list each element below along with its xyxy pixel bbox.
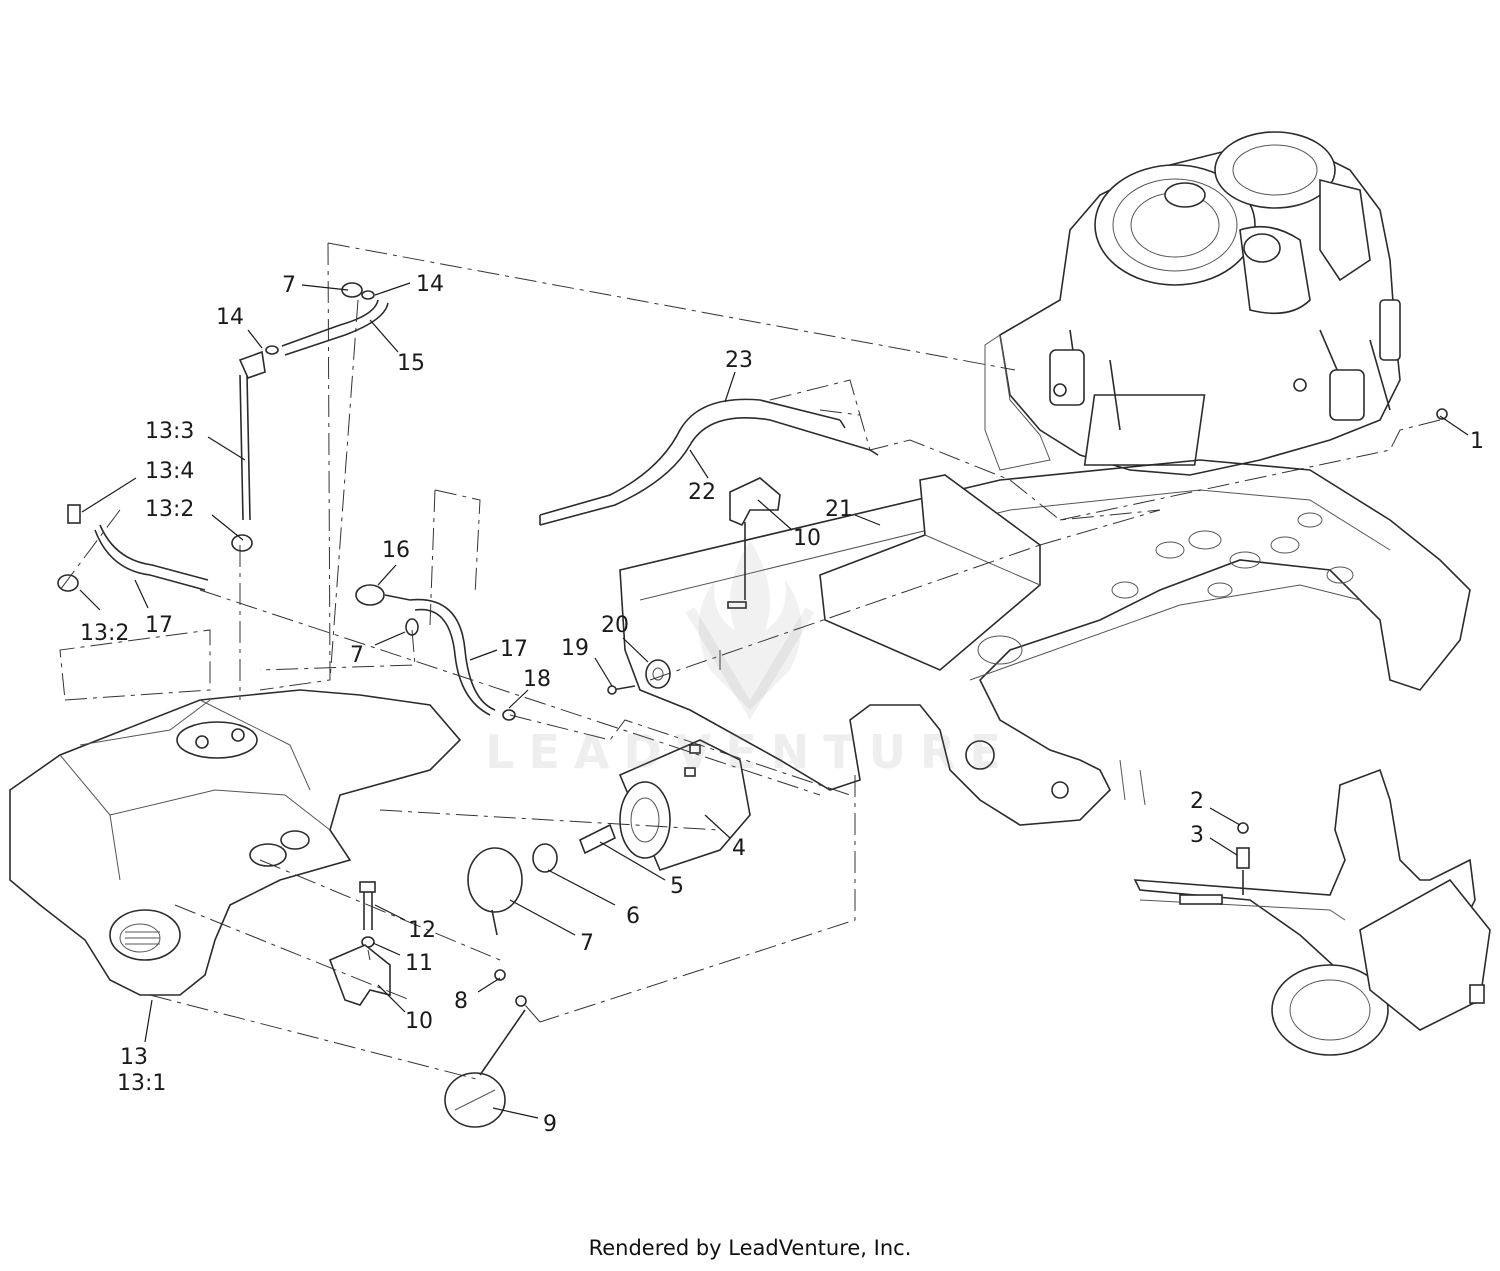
callout-1: 1 bbox=[1470, 429, 1484, 454]
fuel-tank bbox=[9, 689, 462, 996]
hose-17-tank bbox=[94, 524, 209, 591]
fuel-lines bbox=[539, 398, 879, 526]
vent-hose-15 bbox=[281, 299, 389, 356]
callout-7-clamp: 7 bbox=[580, 931, 594, 956]
callout-21: 21 bbox=[825, 497, 853, 522]
callout-13-2-upper: 13:2 bbox=[145, 497, 194, 522]
rear-bracket-assembly bbox=[1133, 768, 1491, 1056]
heat-shield bbox=[819, 474, 1041, 671]
callout-17-filter: 17 bbox=[500, 637, 528, 662]
callout-22: 22 bbox=[688, 480, 716, 505]
hose-clamp bbox=[467, 847, 523, 936]
callout-23: 23 bbox=[725, 348, 753, 373]
callout-10-lower: 10 bbox=[405, 1009, 433, 1034]
callout-13-4: 13:4 bbox=[145, 459, 194, 484]
callout-8: 8 bbox=[454, 989, 468, 1014]
clip-bracket-upper bbox=[727, 477, 781, 609]
bolt-2-clip-3 bbox=[1236, 822, 1250, 895]
callout-16: 16 bbox=[382, 538, 410, 563]
callout-7-vent: 7 bbox=[282, 273, 296, 298]
callout-14-right: 14 bbox=[416, 272, 444, 297]
callout-6: 6 bbox=[626, 904, 640, 929]
callout-18: 18 bbox=[523, 667, 551, 692]
fuel-cap bbox=[444, 969, 527, 1128]
callout-14-left: 14 bbox=[216, 305, 244, 330]
callout-11: 11 bbox=[405, 951, 433, 976]
callout-2: 2 bbox=[1190, 789, 1204, 814]
callout-4: 4 bbox=[732, 836, 746, 861]
footer-credit: Rendered by LeadVenture, Inc. bbox=[588, 1236, 912, 1260]
engine-air-cleaner bbox=[1214, 131, 1336, 209]
vent-tube-13-3 bbox=[238, 350, 266, 521]
leader-lines bbox=[79, 282, 1469, 1119]
callout-20: 20 bbox=[601, 613, 629, 638]
callout-17-tank: 17 bbox=[145, 613, 173, 638]
tank-grommet-plate bbox=[176, 721, 258, 759]
tank-filler-neck bbox=[109, 909, 181, 961]
callouts: 1 2 3 4 5 6 7 7 7 8 9 10 10 11 12 13 13:… bbox=[80, 272, 1484, 1137]
muffler-canister bbox=[1271, 964, 1389, 1056]
callout-9: 9 bbox=[543, 1112, 557, 1137]
centerlines bbox=[59, 242, 1441, 1081]
callout-5: 5 bbox=[670, 874, 684, 899]
callout-3: 3 bbox=[1190, 823, 1204, 848]
hose-17-filter bbox=[409, 598, 496, 716]
callout-13-1: 13:1 bbox=[117, 1071, 166, 1096]
callout-13-3: 13:3 bbox=[145, 419, 194, 444]
callout-15: 15 bbox=[397, 351, 425, 376]
callout-7-valve: 7 bbox=[350, 643, 364, 668]
clip-bracket-lower bbox=[328, 944, 391, 1006]
grommet bbox=[532, 843, 558, 873]
callout-19: 19 bbox=[561, 636, 589, 661]
bolt-12 bbox=[359, 881, 376, 930]
hose-sleeve bbox=[578, 823, 617, 855]
fittings-small bbox=[57, 282, 516, 721]
hardware-1 bbox=[1436, 408, 1448, 420]
callout-12: 12 bbox=[408, 918, 436, 943]
callout-13-2-lower: 13:2 bbox=[80, 621, 129, 646]
engine-assembly bbox=[999, 131, 1401, 476]
fuel-filter bbox=[618, 739, 751, 871]
engine-fan-screen bbox=[1094, 164, 1256, 286]
callout-10-upper: 10 bbox=[793, 526, 821, 551]
vent-valve-16 bbox=[355, 584, 411, 606]
callout-13: 13 bbox=[120, 1045, 148, 1070]
